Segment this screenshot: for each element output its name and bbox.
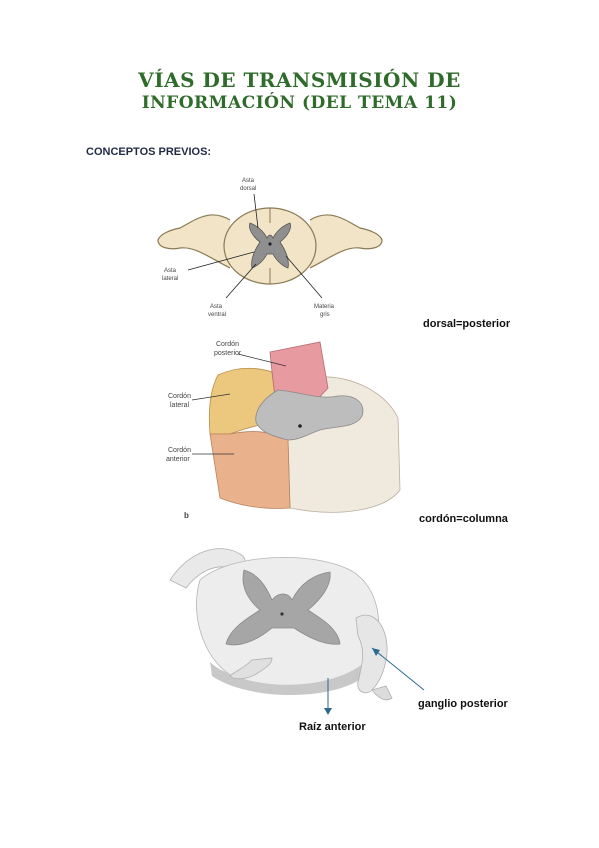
label-cordon-anterior-2: anterior [166,456,190,463]
central-canal-3d [298,424,302,428]
right-nerve-root [309,214,383,269]
label-cordon-lateral-2: lateral [170,402,190,409]
label-asta-dorsal-1: Asta [242,178,255,184]
label-materia-gris-2: gris [320,312,330,318]
cordon-anterior-region [209,431,291,509]
gray-matter-top [255,389,364,441]
note-raiz-anterior: Raíz anterior [299,721,366,733]
panel-label-b: b [184,511,189,520]
note-ganglio-posterior: ganglio posterior [418,698,508,710]
cord-gray-matter [225,569,341,646]
label-cordon-anterior-1: Cordón [168,447,191,454]
document-title-line-2: INFORMACIÓN (DEL TEMA 11) [141,93,458,113]
spinal-cord-roots-figure [169,548,425,715]
label-cordon-posterior-2: posterior [214,350,242,357]
section-heading: CONCEPTOS PREVIOS: [86,146,212,158]
spinal-cord-funiculi-figure: Cordón posterior Cordón lateral Cordón a… [166,341,401,520]
label-cordon-posterior-1: Cordón [216,341,239,348]
left-nerve-root [157,214,231,269]
document-title-line-1: VÍAS DE TRANSMISIÓN DE [138,68,461,92]
label-asta-dorsal-2: dorsal [240,186,256,192]
label-asta-lateral-1: Asta [164,268,177,274]
arrow-ganglio [371,647,425,691]
label-asta-lateral-2: lateral [162,276,178,282]
note-dorsal-posterior: dorsal=posterior [423,318,511,330]
central-canal-roots [280,612,284,616]
label-asta-ventral-1: Asta [210,304,223,310]
label-asta-ventral-2: ventral [208,312,226,318]
anterior-root [229,657,273,680]
central-canal [268,242,272,246]
label-cordon-lateral-1: Cordón [168,393,191,400]
note-cordon-columna: cordón=columna [419,513,508,525]
spinal-cord-cross-section-figure: Asta dorsal Asta lateral Asta ventral Ma… [157,178,383,318]
label-materia-gris-1: Materia [314,304,335,310]
